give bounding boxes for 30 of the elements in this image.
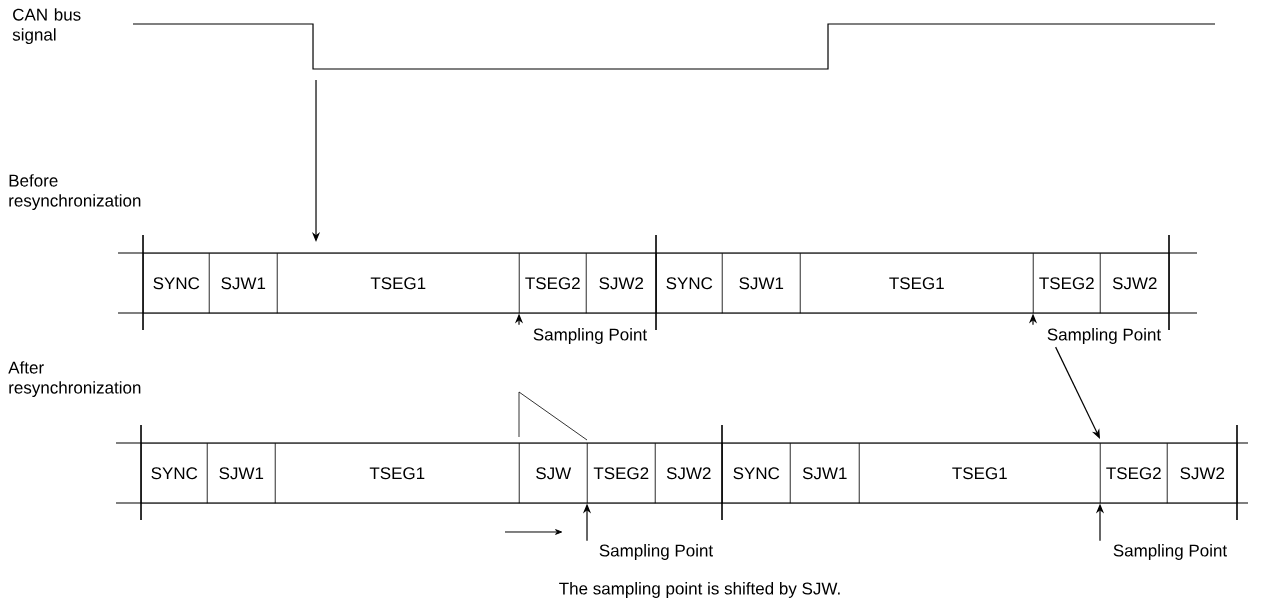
segment-cell: SJW1 xyxy=(209,253,278,314)
sampling-point-label: Sampling Point xyxy=(599,544,713,560)
row-label: CAN bus signal xyxy=(12,8,81,45)
row-label: After resynchronization xyxy=(8,361,141,397)
sampling-point-label: Sampling Point xyxy=(533,328,647,344)
segment-cell: SJW2 xyxy=(586,253,657,314)
segment-cell: SJW2 xyxy=(1100,253,1170,314)
segment-cell: TSEG1 xyxy=(800,253,1034,314)
segment-cell: SYNC xyxy=(722,443,791,504)
segment-cell: TSEG2 xyxy=(519,253,587,314)
segment-cell: TSEG1 xyxy=(859,443,1101,504)
note-text: The sampling point is shifted by SJW. xyxy=(559,582,840,598)
segment-cell: SJW1 xyxy=(722,253,801,314)
segment-cell: SYNC xyxy=(656,253,723,314)
segment-cell: TSEG2 xyxy=(1100,443,1168,504)
segment-cell: TSEG2 xyxy=(587,443,656,504)
segment-cell: SJW2 xyxy=(655,443,723,504)
segment-cell: SJW1 xyxy=(790,443,860,504)
segment-cell: SYNC xyxy=(143,253,210,314)
arrow xyxy=(1055,346,1100,439)
row-label: Before resynchronization xyxy=(9,174,141,211)
segment-cell: SJW xyxy=(519,443,588,504)
sampling-point-label: Sampling Point xyxy=(1047,328,1161,344)
sampling-point-label: Sampling Point xyxy=(1113,544,1227,560)
segment-cell: TSEG2 xyxy=(1033,253,1101,314)
segment-cell: TSEG1 xyxy=(277,253,520,314)
segment-cell: SJW1 xyxy=(207,443,276,504)
segment-cell: TSEG1 xyxy=(275,443,520,504)
segment-cell: SJW2 xyxy=(1167,443,1238,504)
segment-cell: SYNC xyxy=(141,443,208,504)
